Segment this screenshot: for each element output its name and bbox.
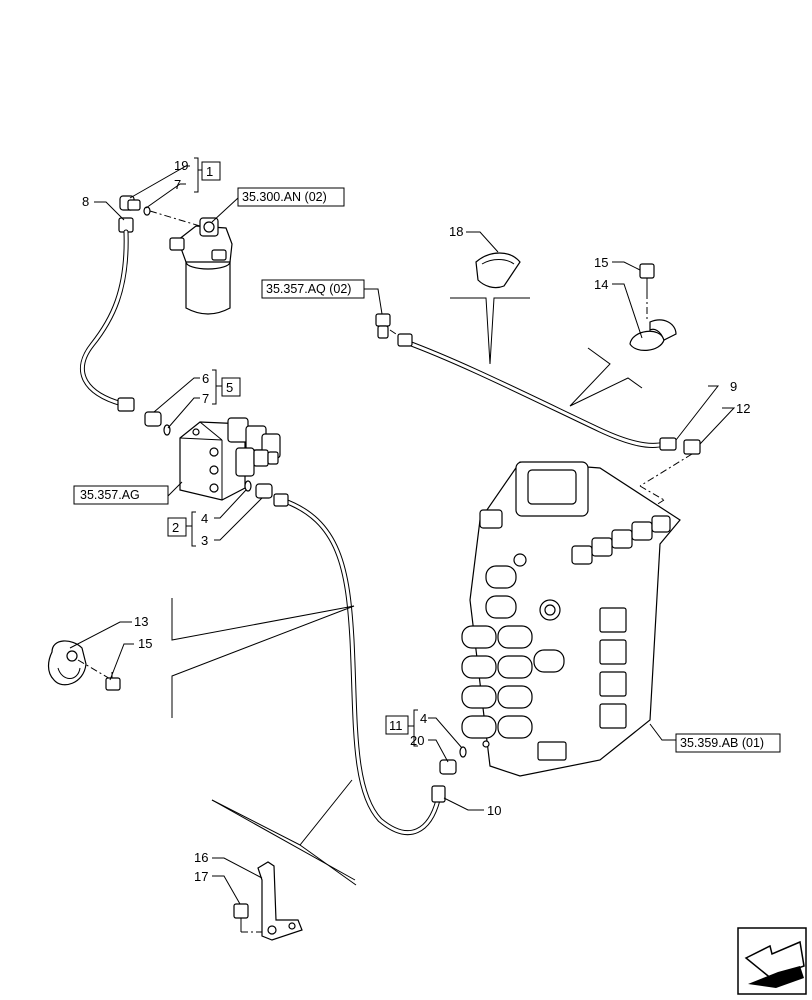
ref-35-357-aq: 35.357.AQ (02) xyxy=(266,282,351,296)
hose-long xyxy=(279,497,441,835)
callout-19: 19 xyxy=(174,158,188,173)
valve-block xyxy=(179,417,281,501)
ref-35-357-ag: 35.357.AG xyxy=(80,488,140,502)
callout-4-group2: 4 xyxy=(201,511,208,526)
box-11: 11 xyxy=(389,718,403,733)
callout-14: 14 xyxy=(594,277,608,292)
callout-16: 16 xyxy=(194,850,208,865)
hose-upper-left xyxy=(80,229,129,407)
clip-18 xyxy=(475,252,521,289)
filter-assembly xyxy=(169,217,233,315)
callout-17: 17 xyxy=(194,869,208,884)
callout-20: 20 xyxy=(410,733,424,748)
ref-35-359-ab: 35.359.AB (01) xyxy=(680,736,764,750)
callout-15-lower: 15 xyxy=(138,636,152,651)
leader-lines xyxy=(69,165,736,905)
box-5: 5 xyxy=(226,380,233,395)
callout-10: 10 xyxy=(487,803,501,818)
elbow-fitting-19 xyxy=(118,195,151,233)
callout-9: 9 xyxy=(730,379,737,394)
ref-35-300-an: 35.300.AN (02) xyxy=(242,190,327,204)
control-valve xyxy=(461,461,681,777)
callout-18: 18 xyxy=(449,224,463,239)
callout-7-upper: 7 xyxy=(174,177,181,192)
callout-4-group11: 4 xyxy=(420,711,427,726)
box-1: 1 xyxy=(206,164,213,179)
callout-6: 6 xyxy=(202,371,209,386)
next-page-arrow-icon[interactable] xyxy=(737,927,807,995)
callout-13: 13 xyxy=(134,614,148,629)
box-2: 2 xyxy=(172,520,179,535)
callout-15-upper: 15 xyxy=(594,255,608,270)
callout-8: 8 xyxy=(82,194,89,209)
callout-7-lower: 7 xyxy=(202,391,209,406)
callout-3: 3 xyxy=(201,533,208,548)
bracket-16 xyxy=(257,861,303,941)
callout-12: 12 xyxy=(736,401,750,416)
hose-clamp xyxy=(47,640,87,686)
